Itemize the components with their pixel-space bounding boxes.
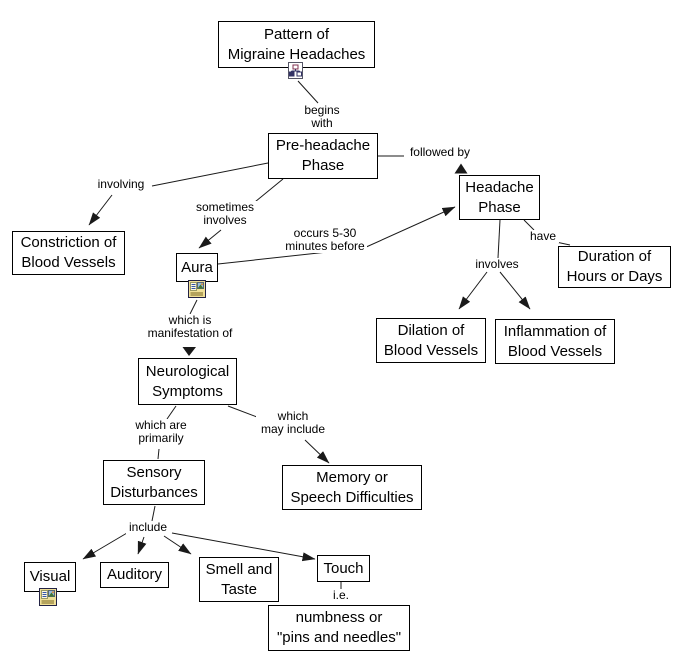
link-label-which-may-include[interactable]: which may include <box>256 410 330 436</box>
image-resource-icon[interactable] <box>39 588 57 606</box>
link-label-sometimes-involves[interactable]: sometimes involves <box>192 201 258 227</box>
node-neurological-symptoms[interactable]: Neurological Symptoms <box>138 358 237 405</box>
link-label-include[interactable]: include <box>126 521 170 534</box>
link-label-have[interactable]: have <box>527 230 559 243</box>
node-touch[interactable]: Touch <box>317 555 370 582</box>
node-sensory-disturbances[interactable]: Sensory Disturbances <box>103 460 205 505</box>
image-resource-icon[interactable] <box>188 280 206 298</box>
concept-map-icon[interactable] <box>288 62 303 79</box>
link-label-involves[interactable]: involves <box>472 258 522 271</box>
node-pre-headache-phase[interactable]: Pre-headache Phase <box>268 133 378 179</box>
link-label-begins-with[interactable]: begins with <box>296 104 348 130</box>
link-label-involving[interactable]: involving <box>95 178 147 191</box>
link-label-which-is-manifestation-of[interactable]: which is manifestation of <box>143 314 237 340</box>
node-dilation-of-blood-vessels[interactable]: Dilation of Blood Vessels <box>376 318 486 363</box>
arrowhead-into-neurological-symptoms <box>182 347 196 356</box>
link-label-occurs-5-30-minutes-before[interactable]: occurs 5-30 minutes before <box>283 227 367 253</box>
link-label-followed-by[interactable]: followed by <box>404 146 476 159</box>
arrowhead-into-headache-phase <box>454 163 468 174</box>
node-headache-phase[interactable]: Headache Phase <box>459 175 540 220</box>
node-inflammation-of-blood-vessels[interactable]: Inflammation of Blood Vessels <box>495 319 615 364</box>
node-numbness-pins-and-needles[interactable]: numbness or "pins and needles" <box>268 605 410 651</box>
node-duration-of-hours-or-days[interactable]: Duration of Hours or Days <box>558 246 671 288</box>
link-label-which-are-primarily[interactable]: which are primarily <box>129 419 193 445</box>
link-label-ie[interactable]: i.e. <box>329 589 353 602</box>
node-smell-and-taste[interactable]: Smell and Taste <box>199 557 279 602</box>
node-auditory[interactable]: Auditory <box>100 562 169 588</box>
node-memory-or-speech-difficulties[interactable]: Memory or Speech Difficulties <box>282 465 422 510</box>
node-pattern-of-migraine-headaches[interactable]: Pattern of Migraine Headaches <box>218 21 375 68</box>
node-aura[interactable]: Aura <box>176 253 218 282</box>
node-constriction-of-blood-vessels[interactable]: Constriction of Blood Vessels <box>12 231 125 275</box>
